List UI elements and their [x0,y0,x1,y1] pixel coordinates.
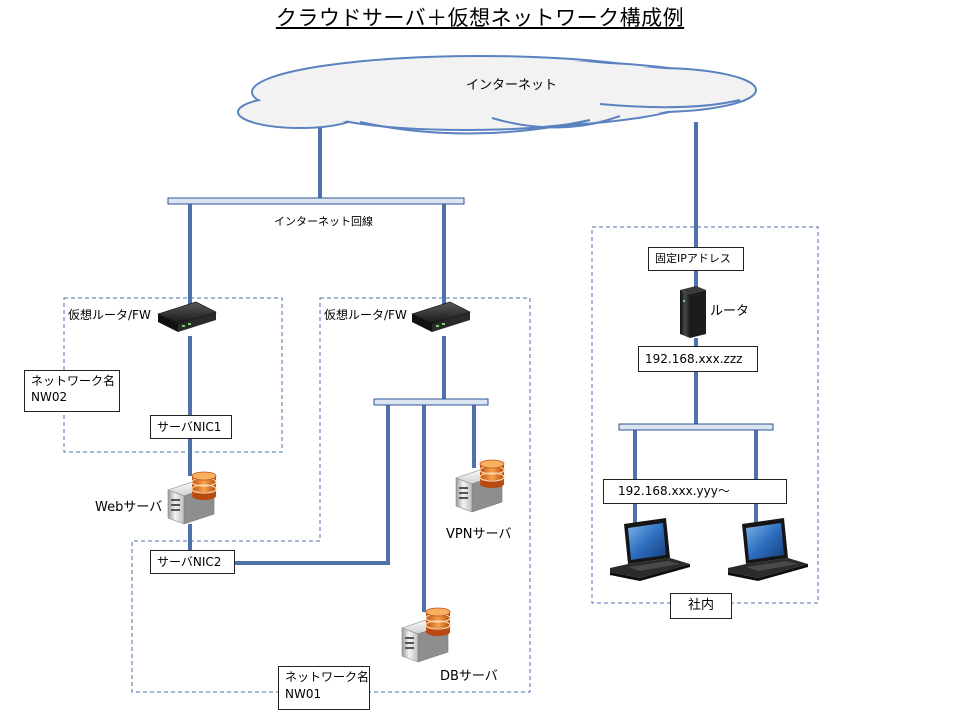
db-server-label: DBサーバ [440,669,498,684]
client-ip-box: 192.168.xxx.yyy～ [603,479,787,504]
cloud-fill [558,70,754,110]
cloud-arc [359,119,591,135]
router2-label: 仮想ルータ/FW [324,308,407,322]
db-db-icon [425,607,451,637]
fixed-ip-box: 固定IPアドレス [648,247,744,271]
cloud-fill [322,92,610,128]
network-link [235,404,390,565]
page-title: クラウドサーバ＋仮想ネットワーク構成例 [275,6,685,30]
laptop-icon-right [728,518,808,581]
web-db-icon [191,471,217,501]
nw01-bus [373,398,489,406]
laptop-icon-left [610,518,690,581]
nic2-box: サーバNIC2 [150,550,235,574]
web-server-label: Webサーバ [95,500,163,515]
nw02-label-line2: NW02 [31,390,68,404]
bus-bars [167,197,774,431]
cloud-label: インターネット [466,78,558,93]
cloud-fill [384,62,556,94]
nic1-box: サーバNIC1 [150,415,232,439]
nw02-label-line1: ネットワーク名 [31,374,116,388]
network-lines [188,122,758,612]
cloud-arc [491,115,621,129]
nw01-label-box: ネットワーク名 NW01 [278,666,370,710]
nw02-label-box: ネットワーク名 NW02 [24,370,120,412]
nw01-area [131,297,531,693]
vpn-db-icon [479,459,505,489]
internet-bus [167,197,465,205]
office-bus [618,423,774,431]
router-icon-nw01 [411,301,471,333]
router1-label: 仮想ルータ/FW [68,308,151,322]
router-icon-nw02 [157,301,217,333]
router-ip-box: 192.168.xxx.zzz [638,346,758,372]
cloud-arc [599,99,741,109]
office-label-box: 社内 [670,593,732,619]
internet-line-label: インターネット回線 [274,215,373,228]
office-router-icon [680,286,706,338]
internet-cloud [237,55,757,135]
office-router-label: ルータ [710,304,750,319]
nw01-label-line2: NW01 [285,687,322,701]
vpn-server-label: VPNサーバ [446,527,512,542]
nw01-label-line1: ネットワーク名 [285,670,370,684]
